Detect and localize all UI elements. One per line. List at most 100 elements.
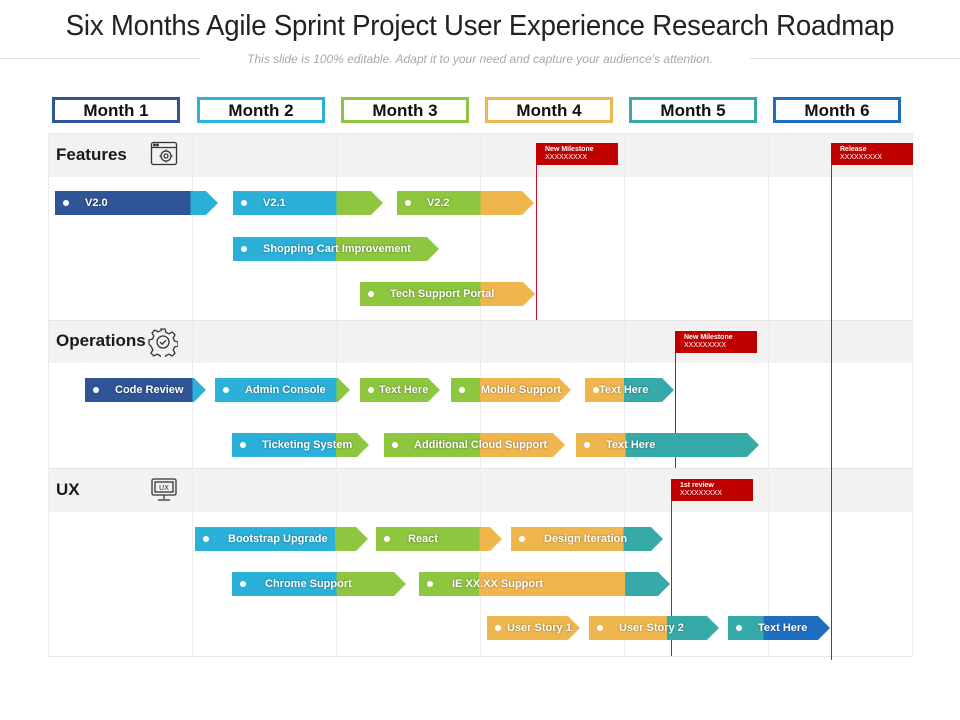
task-bar: React xyxy=(376,527,502,551)
task-label: Shopping Cart Improvement xyxy=(263,243,411,255)
task-label: Admin Console xyxy=(245,384,326,396)
task-bar: Mobile Support xyxy=(451,378,571,402)
ux-label: UX xyxy=(56,480,80,499)
task-dot xyxy=(584,442,590,448)
task-bar: Shopping Cart Improvement xyxy=(233,237,439,261)
task-label: User Story 2 xyxy=(619,622,684,634)
task-bar: Text Here xyxy=(585,378,674,402)
task-label: Code Review xyxy=(115,384,184,396)
features-label: Features xyxy=(56,145,127,164)
task-bar: Admin Console xyxy=(215,378,350,402)
operations-label: Operations xyxy=(56,331,146,350)
milestone-line-features-new xyxy=(536,150,537,320)
task-bar: V2.1 xyxy=(233,191,383,215)
task-dot xyxy=(63,200,69,206)
task-bar: Additional Cloud Support xyxy=(384,433,565,457)
task-label: Bootstrap Upgrade xyxy=(228,533,328,545)
month-3-header: Month 3 xyxy=(341,97,469,123)
task-dot xyxy=(93,387,99,393)
grid-line xyxy=(768,133,769,656)
subtitle-divider-right xyxy=(750,58,960,59)
task-dot xyxy=(405,200,411,206)
task-bar: IE XX.XX Support xyxy=(419,572,670,596)
page-title: Six Months Agile Sprint Project User Exp… xyxy=(65,10,895,42)
milestone-flag: 1st review XXXXXXXXX xyxy=(671,479,753,501)
svg-text:UX: UX xyxy=(159,484,169,492)
grid-line xyxy=(48,133,49,656)
task-dot xyxy=(427,581,433,587)
task-label: Text Here xyxy=(606,439,656,451)
task-bar: Code Review xyxy=(85,378,206,402)
task-dot xyxy=(203,536,209,542)
milestone-title: Release xyxy=(840,146,867,153)
page-subtitle: This slide is 100% editable. Adapt it to… xyxy=(247,52,713,66)
task-dot xyxy=(736,625,742,631)
task-label: Mobile Support xyxy=(481,384,562,396)
task-label: Text Here xyxy=(379,384,429,396)
milestone-line-operations-new xyxy=(675,338,676,468)
task-bar: Text Here xyxy=(360,378,440,402)
task-dot xyxy=(495,625,501,631)
grid-line xyxy=(912,133,913,656)
ux-monitor-icon: UX xyxy=(150,477,178,508)
task-dot xyxy=(241,200,247,206)
subtitle-divider-left xyxy=(0,58,200,59)
task-bar: User Story 2 xyxy=(589,616,719,640)
task-bar: Text Here xyxy=(728,616,830,640)
task-label: IE XX.XX Support xyxy=(452,578,544,590)
task-dot xyxy=(392,442,398,448)
task-bar: Text Here xyxy=(576,433,759,457)
milestone-title: New Milestone xyxy=(545,146,594,153)
task-label: Tech Support Portal xyxy=(390,288,495,300)
month-4-header: Month 4 xyxy=(485,97,613,123)
task-dot xyxy=(459,387,465,393)
task-label: V2.2 xyxy=(427,197,450,209)
milestone-sub: XXXXXXXXX xyxy=(684,342,727,349)
task-bar: Chrome Support xyxy=(232,572,406,596)
task-label: Ticketing System xyxy=(262,439,353,451)
task-label: React xyxy=(408,533,438,545)
task-dot xyxy=(519,536,525,542)
grid-row-line xyxy=(48,320,912,321)
task-label: Text Here xyxy=(758,622,808,634)
task-dot xyxy=(384,536,390,542)
task-bar: V2.2 xyxy=(397,191,534,215)
task-dot xyxy=(368,387,374,393)
month-5-header: Month 5 xyxy=(629,97,757,123)
task-bar: Bootstrap Upgrade xyxy=(195,527,368,551)
task-label: Chrome Support xyxy=(265,578,352,590)
task-bar: Ticketing System xyxy=(232,433,369,457)
month-2-header: Month 2 xyxy=(197,97,325,123)
milestone-sub: XXXXXXXXX xyxy=(840,154,883,161)
task-dot xyxy=(597,625,603,631)
milestone-title: New Milestone xyxy=(684,334,733,341)
milestone-flag: New Milestone XXXXXXXXX xyxy=(536,143,618,165)
task-label: V2.0 xyxy=(85,197,108,209)
milestone-sub: XXXXXXXXX xyxy=(545,154,588,161)
milestone-flag: Release XXXXXXXXX xyxy=(831,143,913,165)
task-label: Text Here xyxy=(599,384,649,396)
grid-row-line xyxy=(48,468,912,469)
milestone-title: 1st review xyxy=(680,482,714,489)
milestone-flag: New Milestone XXXXXXXXX xyxy=(675,331,757,353)
task-dot xyxy=(241,246,247,252)
month-6-header: Month 6 xyxy=(773,97,901,123)
task-dot xyxy=(368,291,374,297)
task-label: V2.1 xyxy=(263,197,286,209)
milestone-line-release xyxy=(831,150,832,660)
task-bar: User Story 1 xyxy=(487,616,580,640)
task-label: Design Iteration xyxy=(544,533,628,545)
task-dot xyxy=(240,442,246,448)
task-bar: V2.0 xyxy=(55,191,218,215)
task-label: User Story 1 xyxy=(507,622,572,634)
task-dot xyxy=(593,387,599,393)
settings-window-icon xyxy=(150,141,178,172)
grid-row-line xyxy=(48,133,912,134)
task-label: Additional Cloud Support xyxy=(414,439,548,451)
milestone-sub: XXXXXXXXX xyxy=(680,490,723,497)
gear-check-icon xyxy=(148,327,179,362)
grid-row-line xyxy=(48,656,912,657)
month-1-header: Month 1 xyxy=(52,97,180,123)
task-dot xyxy=(240,581,246,587)
milestone-line-ux-review xyxy=(671,486,672,656)
